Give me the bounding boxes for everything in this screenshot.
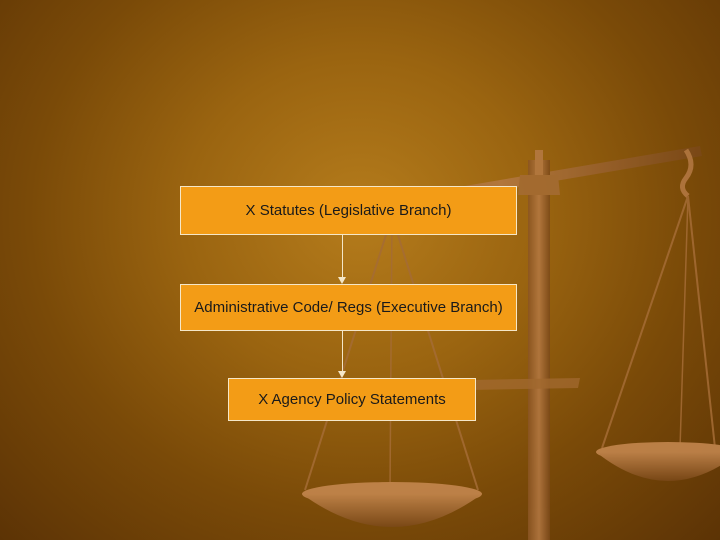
agency-policy-label: X Agency Policy Statements bbox=[258, 391, 446, 408]
arrowhead-down-icon bbox=[338, 277, 346, 284]
connector-statutes-to-admin-code bbox=[342, 235, 343, 277]
admin-code-node: Administrative Code/ Regs (Executive Bra… bbox=[180, 284, 517, 331]
agency-policy-node: X Agency Policy Statements bbox=[228, 378, 476, 421]
admin-code-label: Administrative Code/ Regs (Executive Bra… bbox=[194, 299, 503, 316]
statutes-label: X Statutes (Legislative Branch) bbox=[245, 202, 452, 219]
connector-admin-code-to-policy bbox=[342, 331, 343, 371]
statutes-node: X Statutes (Legislative Branch) bbox=[180, 186, 517, 235]
arrowhead-down-icon bbox=[338, 371, 346, 378]
